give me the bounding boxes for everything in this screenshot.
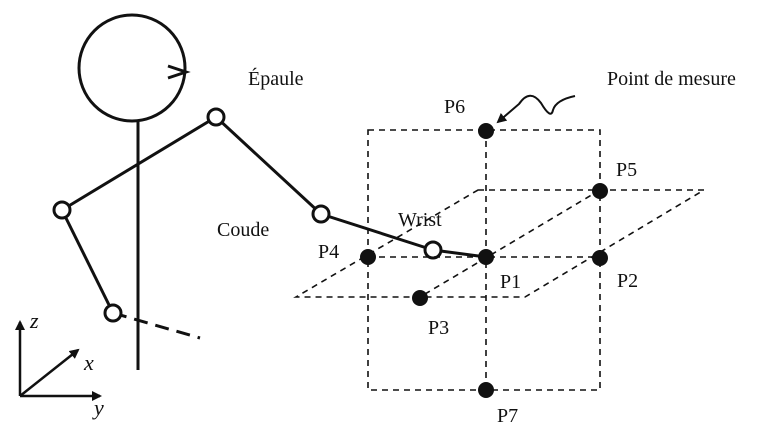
elbow-joint	[311, 204, 331, 224]
point-p5	[592, 183, 608, 199]
forearm-segment	[214, 115, 323, 216]
measure-point-label: Point de mesure	[607, 68, 736, 90]
point-p7	[478, 382, 494, 398]
shoulder-joint	[206, 107, 226, 127]
head-rotation-arrow	[167, 64, 191, 80]
label-p4: P4	[318, 241, 339, 263]
wrist-joint	[423, 240, 443, 260]
measurement-points	[360, 123, 608, 398]
label-p7: P7	[497, 405, 518, 427]
x-axis	[19, 348, 80, 397]
left-arm-segment	[60, 209, 115, 314]
shoulder-label: Épaule	[248, 67, 304, 90]
z-axis-label: z	[29, 308, 39, 333]
label-p5: P5	[616, 159, 637, 181]
label-p2: P2	[617, 270, 638, 292]
measure-point-arrow	[496, 94, 576, 124]
head	[77, 13, 187, 123]
horizontal-plane	[293, 189, 707, 298]
joints	[52, 107, 443, 323]
label-p1: P1	[500, 271, 521, 293]
wrist-label: Wrist	[398, 209, 442, 231]
point-labels: P1 P2 P3 P4 P5 P6 P7	[318, 96, 638, 427]
y-axis-label: y	[92, 395, 104, 420]
diagonal-center-line	[419, 189, 601, 298]
point-p2	[592, 250, 608, 266]
left-elbow-joint	[103, 303, 123, 323]
point-p6	[478, 123, 494, 139]
hand-segment-1	[320, 212, 434, 252]
label-p3: P3	[428, 317, 449, 339]
point-p1	[478, 249, 494, 265]
stick-figure	[60, 13, 487, 370]
measurement-grid	[293, 129, 707, 391]
left-arm-dashed-extension	[112, 311, 201, 340]
label-p6: P6	[444, 96, 465, 118]
point-p4	[360, 249, 376, 265]
x-axis-label: x	[83, 350, 94, 375]
upper-arm-segment	[61, 115, 217, 212]
coordinate-axes	[15, 320, 102, 401]
elbow-label: Coude	[217, 219, 269, 241]
left-shoulder-joint	[52, 200, 72, 220]
point-p3	[412, 290, 428, 306]
